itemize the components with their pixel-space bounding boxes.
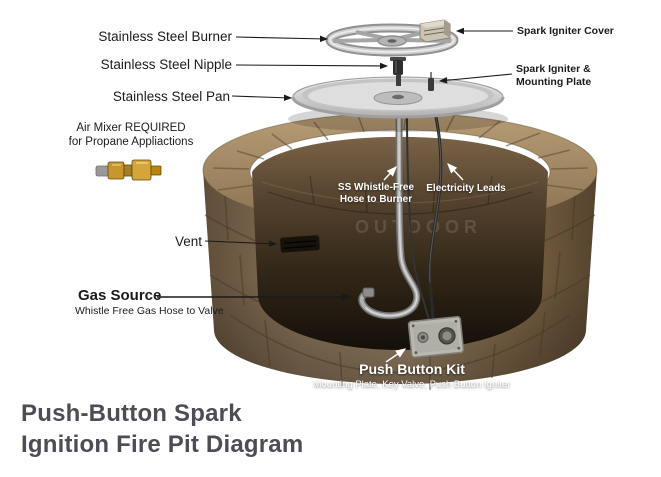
electric-wire xyxy=(406,93,443,325)
label-hose-line1: SS Whistle-Free xyxy=(337,182,415,193)
label-stainless-steel-burner: Stainless Steel Burner xyxy=(98,29,232,44)
spark-igniter-cover-box xyxy=(419,19,451,43)
stainless-pan xyxy=(288,72,508,132)
air-mixer-fitting xyxy=(95,159,162,181)
label-hose-line2: Hose to Burner xyxy=(339,194,413,205)
burner-ring xyxy=(325,23,459,57)
label-air-mixer-line2: for Propane Appliactions xyxy=(68,135,194,148)
label-spark-igniter-plate-line1: Spark Igniter & xyxy=(516,63,591,75)
label-push-button-kit: Push Button Kit xyxy=(359,361,465,377)
push-button-kit-box xyxy=(407,315,465,359)
label-stainless-steel-pan: Stainless Steel Pan xyxy=(112,89,230,104)
gas-hose xyxy=(358,109,421,320)
label-vent: Vent xyxy=(174,234,202,249)
label-stainless-steel-nipple: Stainless Steel Nipple xyxy=(100,57,232,72)
label-spark-igniter-cover: Spark Igniter Cover xyxy=(517,25,614,37)
label-gas-source: Gas Source xyxy=(78,287,162,304)
label-air-mixer-line1: Air Mixer REQUIRED xyxy=(76,122,186,134)
vent-slot xyxy=(279,234,321,254)
callout-arrows-black xyxy=(157,27,513,302)
callout-arrows-white xyxy=(383,162,464,363)
watermark-text: OUTDOOR xyxy=(355,217,482,237)
label-spark-igniter-plate-line2: Mounting Plate xyxy=(516,75,592,88)
page-title-line1: Push-Button Spark xyxy=(21,400,242,427)
spark-igniter-electrode xyxy=(428,72,434,91)
label-gas-source-subtitle: Whistle Free Gas Hose to Valve xyxy=(75,305,224,317)
stainless-nipple xyxy=(390,57,406,86)
label-hose-to-burner: SS Whistle-Free Hose to Burner xyxy=(336,182,416,206)
label-spark-igniter-plate: Spark Igniter & Mounting Plate xyxy=(516,63,591,88)
label-push-button-kit-subtitle: Mounting Plate, Key Valve, Push Button I… xyxy=(313,379,511,390)
label-air-mixer: Air Mixer REQUIRED for Propane Appliacti… xyxy=(56,122,206,150)
page-title-line2: Ignition Fire Pit Diagram xyxy=(21,431,304,458)
label-electricity-leads: Electricity Leads xyxy=(426,183,506,194)
